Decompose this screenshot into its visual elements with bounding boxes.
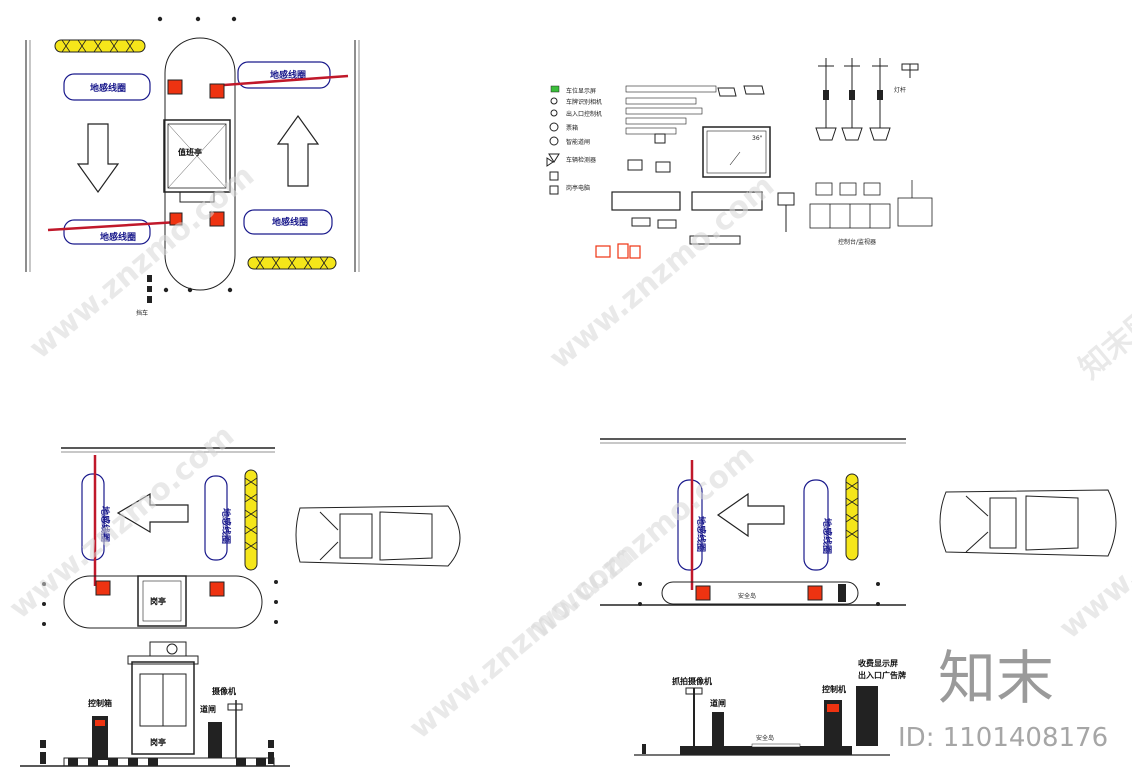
camera-pole-label-el: 摄像机	[212, 686, 236, 696]
loop-label-tl-2: 地感线圈	[270, 69, 306, 81]
watermark-site-2: www.znzmo.com	[543, 168, 781, 376]
barrier-label-el: 道闸	[200, 704, 216, 714]
legend-item-6: 车辆检测器	[566, 156, 596, 164]
loop-label-tl-1: 地感线圈	[90, 82, 126, 94]
booth-label-tl: 值班亭	[178, 147, 202, 157]
watermark-cjk: 知末网	[1073, 301, 1132, 386]
loop-label-tl-4: 地感线圈	[272, 216, 308, 228]
monitor-caption: 36"	[752, 135, 763, 142]
bollard-label-tl: 挡车	[136, 309, 148, 317]
loop-label-bl-1: 地感线圈	[99, 506, 111, 542]
plan-bottom-left: 地感线圈 地感线圈 岗亭	[42, 447, 278, 629]
legend-item-5: 智能道闸	[566, 138, 590, 146]
brand-logo-text: 知末	[938, 644, 1054, 712]
camera-label-er: 抓拍摄像机	[672, 676, 712, 686]
elevation-right: 抓拍摄像机 道闸 控制机 收费显示屏 出入口广告牌 安全岛	[634, 658, 906, 756]
watermark-site-6: www.znzmo.com	[1053, 438, 1132, 646]
legend-item-2: 车牌识别相机	[566, 98, 602, 106]
console-caption: 控制台/监视器	[838, 238, 876, 246]
car-topview-right	[939, 489, 1117, 557]
island-label-br: 安全岛	[738, 592, 756, 600]
pole-caption: 灯杆	[894, 86, 906, 94]
plan-top-left: 地感线圈 地感线圈 地感线圈 地感线圈 值班亭 挡车	[25, 16, 360, 317]
loop-label-bl-2: 地感线圈	[220, 508, 232, 544]
equipment-legend: 车位显示屏 车牌识别相机 出入口控制机 票箱 智能道闸 车辆检测器 岗亭电脑 3…	[546, 58, 933, 259]
id-text: ID: 1101408176	[898, 723, 1108, 753]
loop-label-tl-3: 地感线圈	[100, 231, 136, 243]
loop-label-br-1: 地感线圈	[695, 516, 707, 552]
elevation-left: 控制箱 岗亭 道闸 摄像机	[20, 641, 290, 767]
car-topview-left	[295, 505, 461, 567]
control-box-label-el: 控制箱	[88, 698, 112, 708]
control-label-er: 控制机	[822, 684, 846, 694]
watermark-site-1: www.znzmo.com	[23, 158, 261, 366]
sign-label-er: 出入口广告牌	[858, 670, 906, 680]
booth-label-bl: 岗亭	[150, 596, 166, 606]
barrier-label-er: 道闸	[710, 698, 726, 708]
legend-item-3: 出入口控制机	[566, 110, 602, 118]
booth-label-el: 岗亭	[150, 737, 166, 747]
loop-label-br-2: 地感线圈	[821, 518, 833, 554]
legend-item-4: 票箱	[566, 124, 578, 132]
display-label-er: 收费显示屏	[858, 658, 898, 668]
island-label-er: 安全岛	[756, 734, 774, 742]
watermark-site-5: www.znzmo.com	[523, 438, 761, 646]
plan-bottom-right: 地感线圈 地感线圈 安全岛	[600, 438, 906, 606]
legend-item-7: 岗亭电脑	[566, 184, 590, 192]
legend-item-1: 车位显示屏	[566, 87, 596, 95]
